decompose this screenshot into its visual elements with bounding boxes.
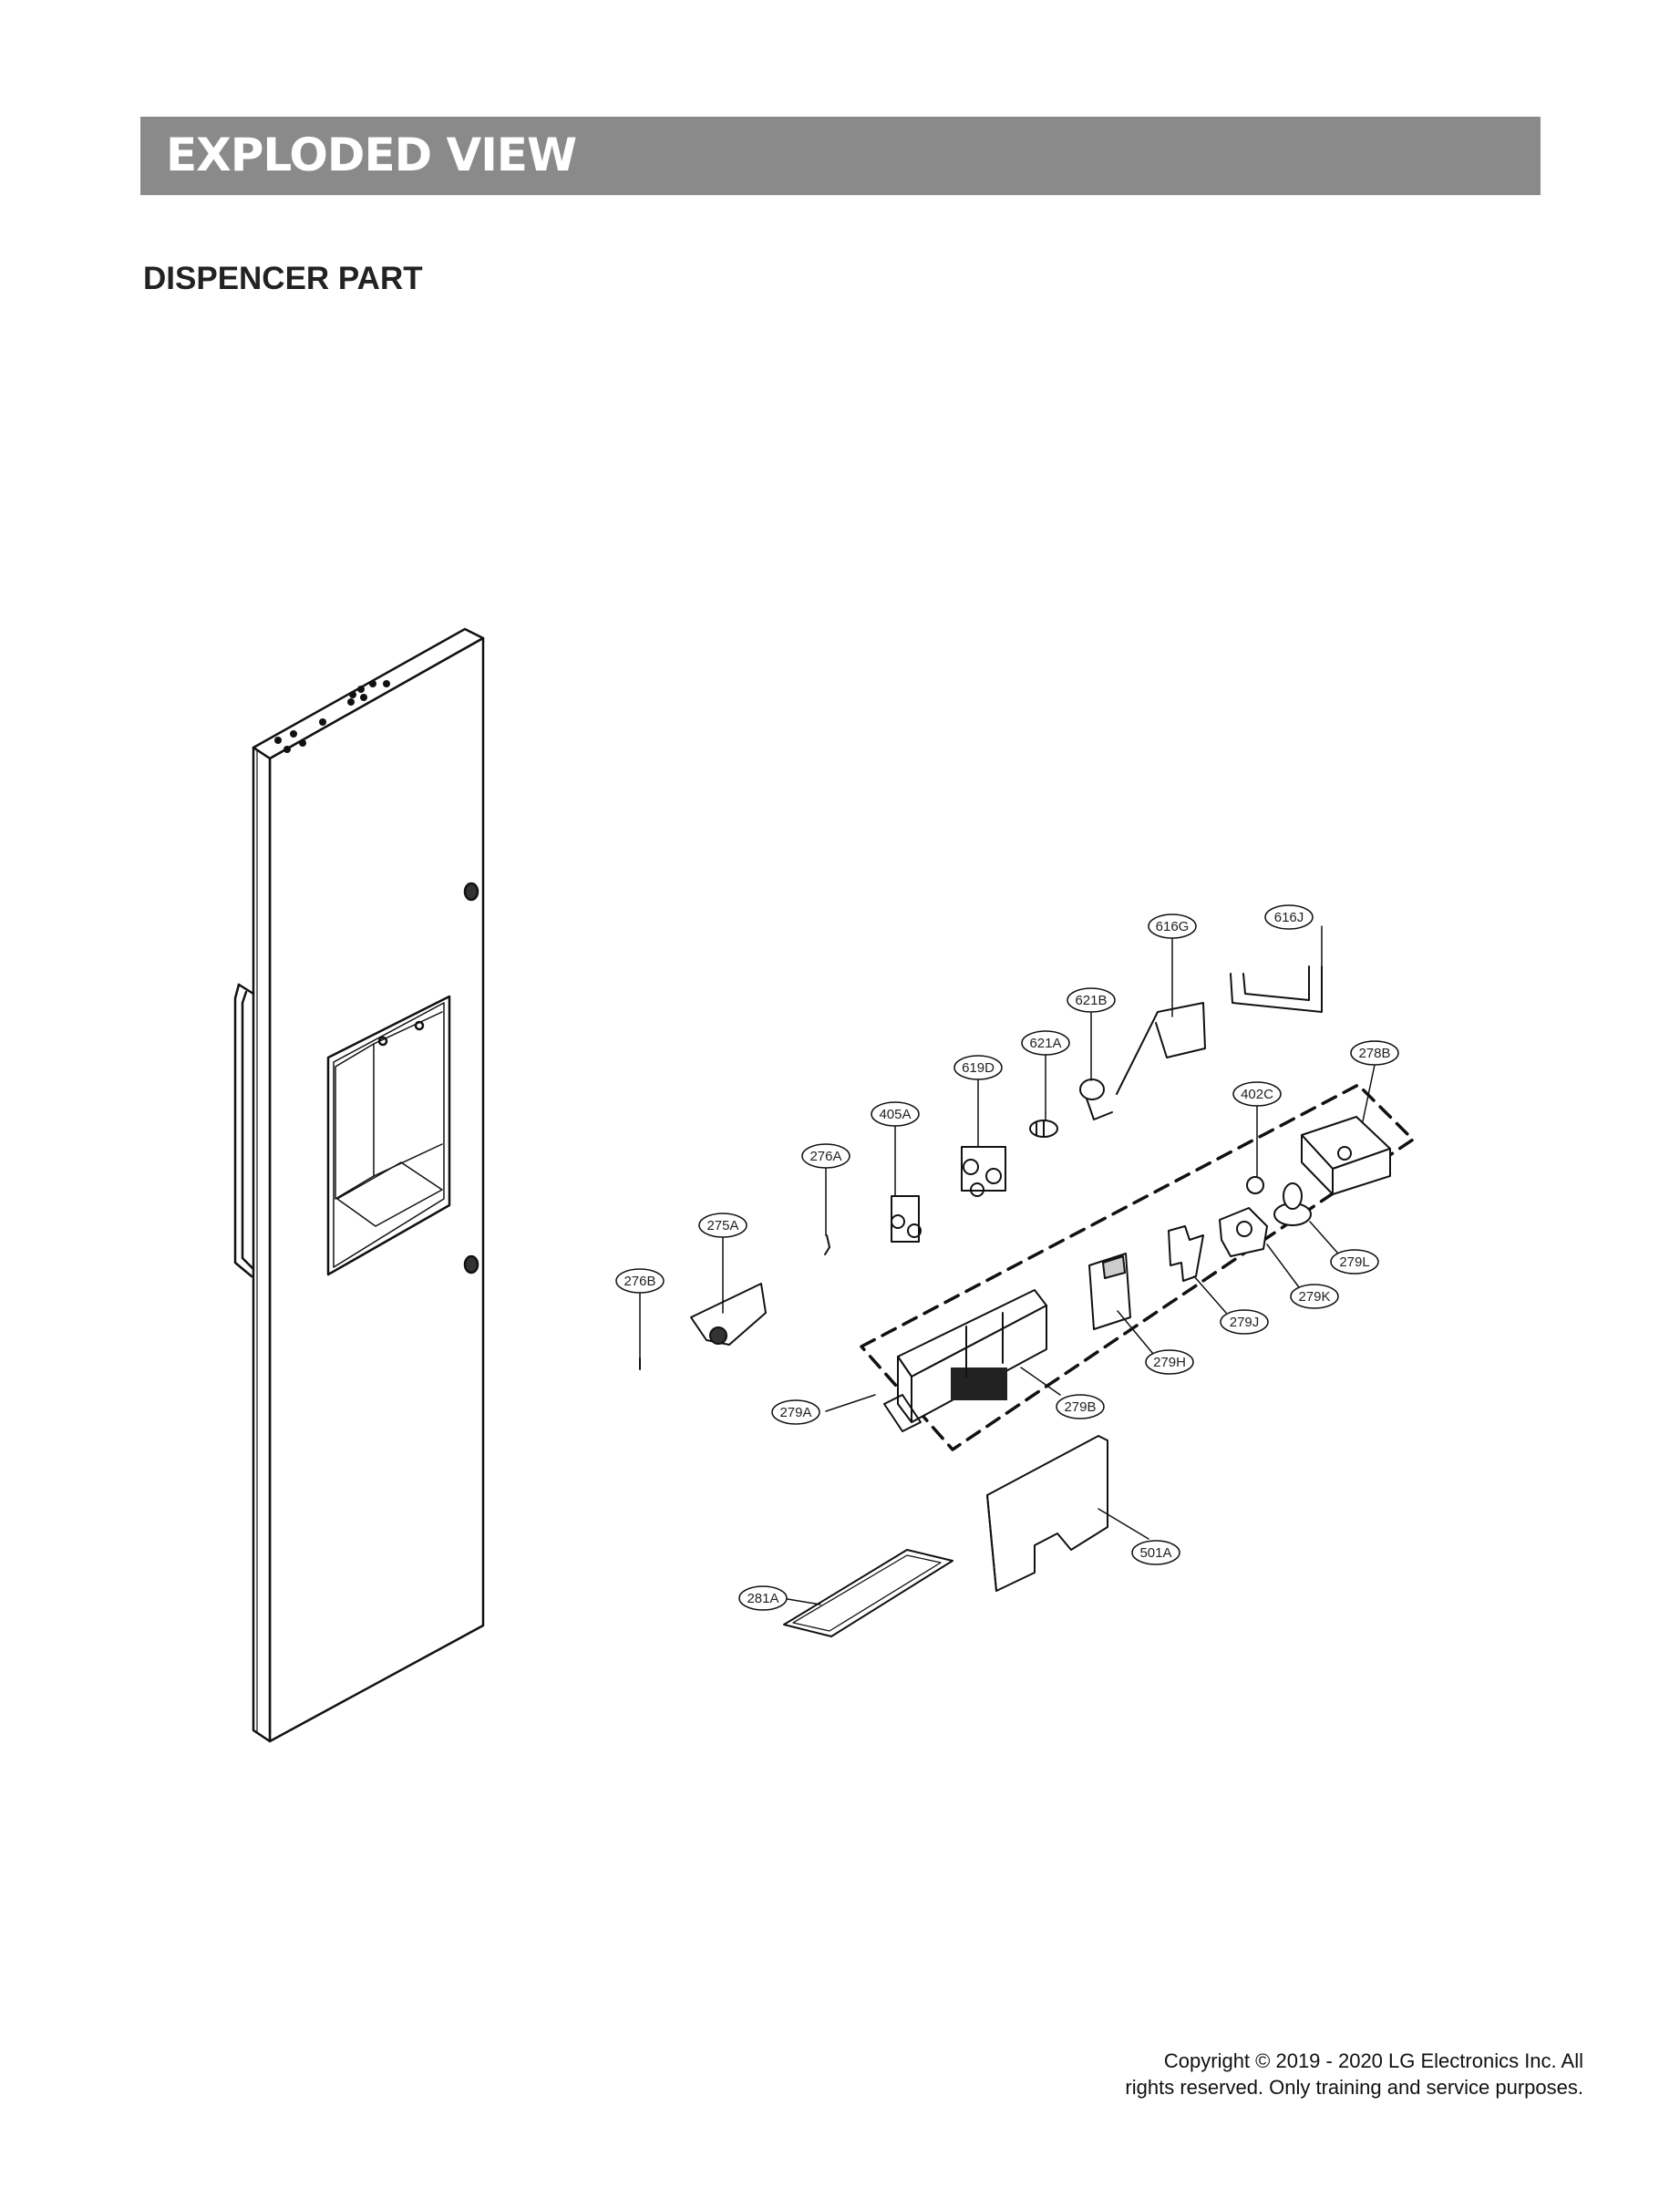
part-279J-bracket	[1168, 1225, 1204, 1282]
callout-276A-label: 276A	[809, 1149, 841, 1164]
callout-279H-label: 279H	[1153, 1355, 1186, 1370]
callout-405A: 405A	[871, 1101, 920, 1127]
callout-501A: 501A	[1131, 1540, 1180, 1565]
callout-281A: 281A	[738, 1585, 788, 1611]
callout-616J-label: 616J	[1274, 910, 1304, 925]
callout-276B-label: 276B	[624, 1274, 655, 1289]
callout-619D-label: 619D	[962, 1060, 995, 1076]
part-279H-panel	[1088, 1253, 1131, 1330]
callout-621A-label: 621A	[1029, 1036, 1061, 1051]
callout-279A: 279A	[771, 1399, 820, 1425]
callout-276B: 276B	[615, 1268, 665, 1294]
part-278B-box	[1301, 1116, 1391, 1195]
page-title: EXPLODED VIEW	[166, 129, 577, 181]
callout-616G-label: 616G	[1156, 919, 1190, 934]
callout-279A-label: 279A	[779, 1405, 811, 1420]
callout-616G: 616G	[1148, 913, 1197, 939]
part-279L-knob	[1273, 1182, 1312, 1226]
callout-279B-label: 279B	[1064, 1399, 1096, 1415]
part-279A-housing	[883, 1289, 1047, 1432]
callout-281A-label: 281A	[747, 1591, 778, 1606]
callout-621B: 621B	[1067, 987, 1116, 1013]
part-616J-tube	[1230, 965, 1323, 1013]
callout-279L-label: 279L	[1339, 1254, 1369, 1270]
copyright-line-2: rights reserved. Only training and servi…	[1125, 2076, 1583, 2099]
callout-402C-label: 402C	[1241, 1087, 1273, 1102]
part-405A-valve	[891, 1195, 922, 1243]
callout-275A-label: 275A	[706, 1218, 738, 1233]
callout-279J-label: 279J	[1230, 1315, 1260, 1330]
callout-619D: 619D	[953, 1055, 1003, 1080]
part-275A-lever	[690, 1283, 767, 1346]
header-banner: EXPLODED VIEW	[140, 117, 1541, 195]
part-281A-tray	[783, 1549, 953, 1637]
part-276A-wire	[824, 1234, 830, 1255]
callout-405A-label: 405A	[879, 1107, 911, 1122]
leader-lines	[639, 925, 1376, 1605]
callout-279H: 279H	[1145, 1349, 1194, 1375]
callout-276A: 276A	[801, 1143, 850, 1169]
callout-279K-label: 279K	[1298, 1289, 1330, 1305]
callout-621A: 621A	[1021, 1030, 1070, 1056]
callout-616J: 616J	[1264, 904, 1314, 930]
callout-621B-label: 621B	[1075, 993, 1107, 1008]
callout-402C: 402C	[1232, 1081, 1282, 1107]
callout-279K: 279K	[1290, 1284, 1339, 1309]
callout-279L: 279L	[1330, 1249, 1379, 1275]
door-panel	[233, 627, 485, 1743]
copyright-line-1: Copyright © 2019 - 2020 LG Electronics I…	[1163, 2049, 1583, 2072]
callouts: 616G 616J 621B 621A 619D 405A 276A 275A …	[615, 904, 1399, 1611]
part-279K-assembly	[1219, 1207, 1268, 1257]
part-402C-fitting	[1246, 1176, 1264, 1194]
callout-275A: 275A	[698, 1213, 747, 1238]
part-616G-tube	[1116, 1002, 1206, 1095]
callout-279J: 279J	[1220, 1309, 1269, 1335]
section-title: DISPENCER PART	[143, 261, 423, 296]
callout-279B: 279B	[1056, 1394, 1105, 1419]
part-619D-valve	[961, 1146, 1006, 1197]
part-621B-elbow	[1079, 1079, 1113, 1120]
callout-278B-label: 278B	[1358, 1046, 1390, 1061]
copyright-notice: Copyright © 2019 - 2020 LG Electronics I…	[1125, 2048, 1583, 2100]
door-top-holes-icon	[274, 680, 390, 753]
callout-278B: 278B	[1350, 1040, 1399, 1066]
callout-501A-label: 501A	[1139, 1545, 1171, 1561]
part-501A-cover	[986, 1435, 1108, 1592]
part-621A-connector	[1029, 1120, 1058, 1138]
